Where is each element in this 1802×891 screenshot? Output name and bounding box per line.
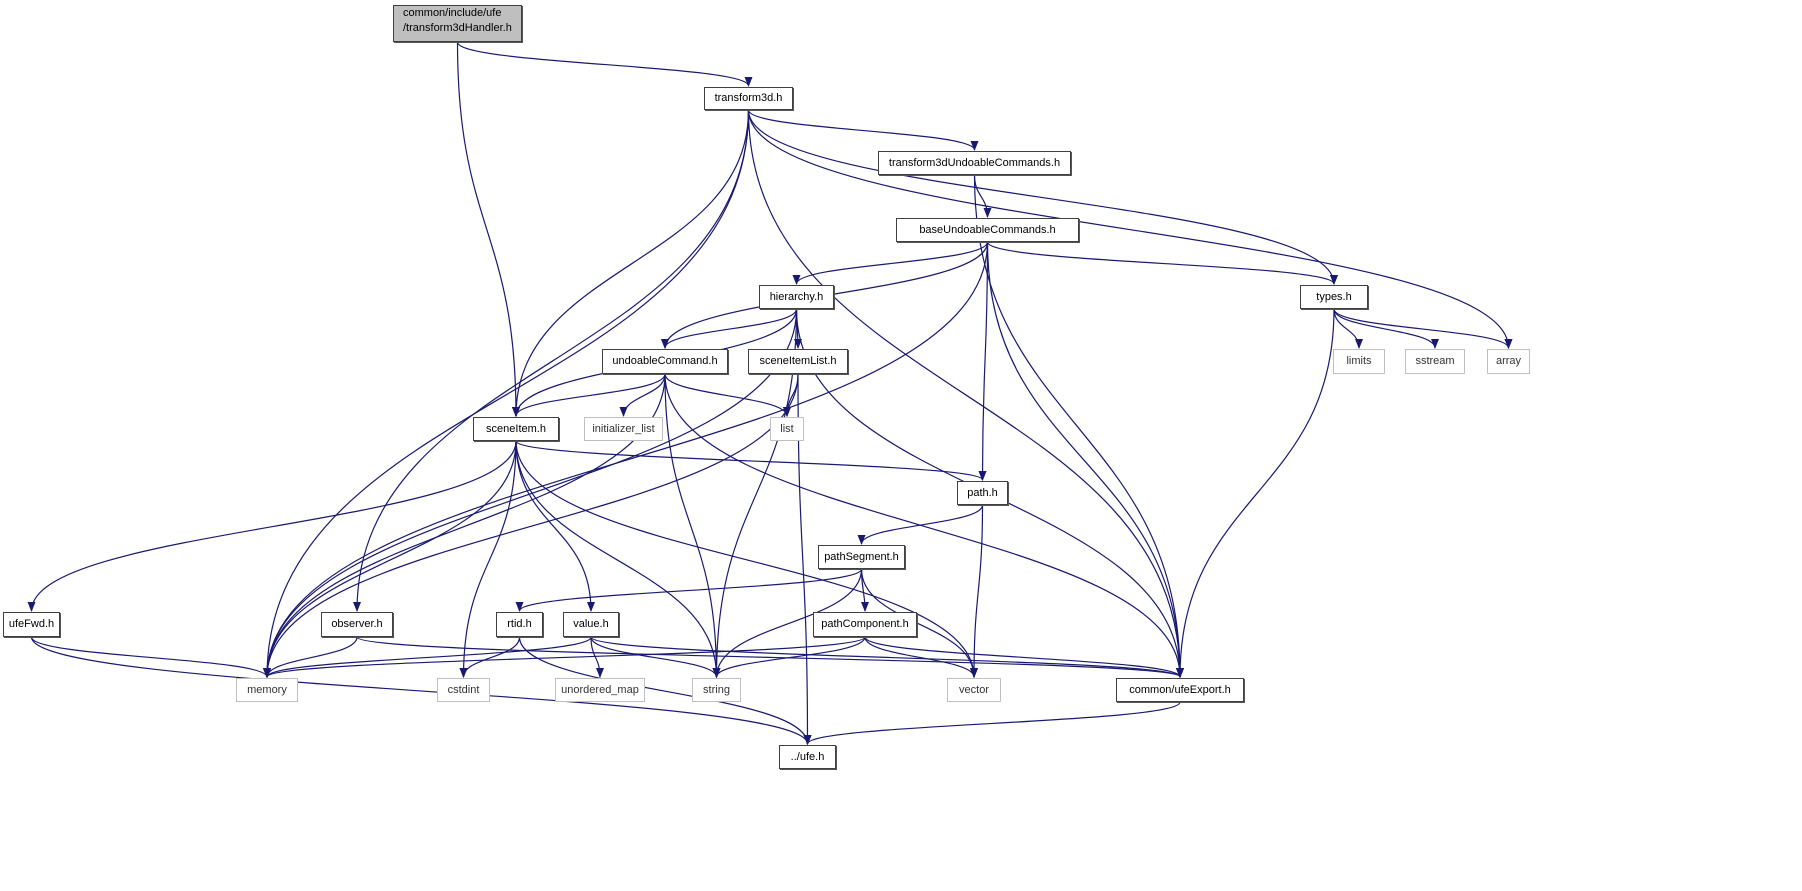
edge-transform3d-to-memory: [263, 109, 750, 678]
node-path[interactable]: path.h: [957, 481, 1008, 505]
edge-baseundo-to-memory: [263, 241, 989, 678]
node-vector: vector: [947, 678, 1001, 702]
edge-sceneItem-to-path: [515, 440, 987, 481]
edge-types-to-array: [1333, 308, 1513, 349]
node-path-segment[interactable]: pathSegment.h: [818, 545, 905, 569]
edge-ufeFwd-to-memory: [30, 636, 271, 678]
edge-value-to-unordered_map: [590, 636, 604, 678]
edge-path-to-pathSegment: [857, 504, 984, 545]
edge-transform3d-to-array: [747, 109, 1513, 349]
edge-undoable-to-initializer_list: [619, 373, 666, 417]
edge-value-to-memory: [263, 636, 592, 678]
edge-pathComponent-to-ufeExport: [864, 636, 1184, 678]
node-path-component[interactable]: pathComponent.h: [813, 612, 917, 637]
edge-transform3d-to-sceneItem: [512, 109, 750, 417]
edge-types-to-ufeExport: [1176, 308, 1335, 678]
edge-pathSegment-to-rtid: [515, 568, 863, 612]
node-ufe-fwd[interactable]: ufeFwd.h: [3, 612, 60, 637]
edge-undoable-to-sceneItem: [512, 373, 666, 417]
edge-sceneItem-to-vector: [515, 440, 978, 678]
edge-transform3d-to-t3dundo: [747, 109, 979, 151]
node-list: list: [770, 417, 804, 441]
node-root-line2: /transform3dHandler.h: [403, 22, 512, 34]
edge-hierarchy-to-undoable: [661, 308, 798, 349]
edge-ufeExport-to-ufe: [803, 701, 1181, 745]
edge-sceneItem-to-value: [515, 440, 595, 612]
node-transform3d-undoable-commands[interactable]: transform3dUndoableCommands.h: [878, 151, 1071, 175]
edge-ufeFwd-to-ufe: [30, 636, 812, 745]
node-scene-item-list[interactable]: sceneItemList.h: [748, 349, 848, 374]
edge-undoable-to-ufeExport: [664, 373, 1184, 678]
node-root[interactable]: common/include/ufe /transform3dHandler.h: [393, 5, 522, 42]
edge-undoable-to-string: [664, 373, 721, 678]
edge-transform3d-to-types: [747, 109, 1338, 285]
edge-types-to-limits: [1333, 308, 1363, 349]
node-array: array: [1487, 349, 1530, 374]
node-unordered-map: unordered_map: [555, 678, 645, 702]
edge-transform3d-to-ufeExport: [747, 109, 1184, 678]
edge-sceneItem-to-memory: [263, 440, 517, 678]
edge-types-to-sstream: [1333, 308, 1439, 349]
edge-baseundo-to-ufeExport: [986, 241, 1184, 678]
node-rtid[interactable]: rtid.h: [496, 612, 543, 637]
edge-value-to-string: [590, 636, 721, 678]
node-transform3d[interactable]: transform3d.h: [704, 87, 793, 110]
edge-sceneItem-to-cstdint: [459, 440, 517, 678]
edge-sceneItem-to-ufeFwd: [27, 440, 517, 612]
edge-root-to-sceneItem: [456, 41, 520, 417]
edge-value-to-ufeExport: [590, 636, 1184, 678]
edge-t3dundo-to-ufeExport: [973, 174, 1184, 678]
edge-baseundo-to-types: [986, 241, 1338, 285]
edge-transform3d-to-observer: [353, 109, 750, 612]
node-undoable-command[interactable]: undoableCommand.h: [602, 349, 728, 374]
node-memory: memory: [236, 678, 298, 702]
edge-undoable-to-list: [664, 373, 791, 417]
node-scene-item[interactable]: sceneItem.h: [473, 417, 559, 441]
edge-path-to-vector: [970, 504, 984, 678]
edge-hierarchy-to-string: [712, 308, 798, 678]
edge-observer-to-ufeExport: [356, 636, 1184, 678]
node-ufe[interactable]: ../ufe.h: [779, 745, 836, 769]
node-sstream: sstream: [1405, 349, 1465, 374]
edge-pathComponent-to-vector: [864, 636, 978, 678]
edge-baseundo-to-path: [978, 241, 989, 481]
node-observer[interactable]: observer.h: [321, 612, 393, 637]
edge-root-to-transform3d: [456, 41, 753, 87]
node-types[interactable]: types.h: [1300, 285, 1368, 309]
edge-rtid-to-cstdint: [459, 636, 521, 678]
node-limits: limits: [1333, 349, 1385, 374]
edge-sceneItem-to-string: [515, 440, 721, 678]
node-hierarchy[interactable]: hierarchy.h: [759, 285, 834, 309]
node-base-undoable-commands[interactable]: baseUndoableCommands.h: [896, 218, 1079, 242]
node-cstdint: cstdint: [437, 678, 490, 702]
edge-pathComponent-to-string: [712, 636, 866, 678]
edge-sceneItemList-to-memory: [263, 373, 799, 678]
node-value[interactable]: value.h: [563, 612, 619, 637]
node-root-line1: common/include/ufe: [403, 7, 502, 19]
edge-rtid-to-ufe: [518, 636, 812, 745]
edge-pathSegment-to-string: [712, 568, 863, 678]
node-ufe-export[interactable]: common/ufeExport.h: [1116, 678, 1244, 702]
edge-pathComponent-to-memory: [263, 636, 866, 678]
node-string: string: [692, 678, 741, 702]
node-initializer-list: initializer_list: [584, 417, 663, 441]
edge-baseundo-to-hierarchy: [792, 241, 989, 285]
edge-pathSegment-to-vector: [860, 568, 978, 678]
